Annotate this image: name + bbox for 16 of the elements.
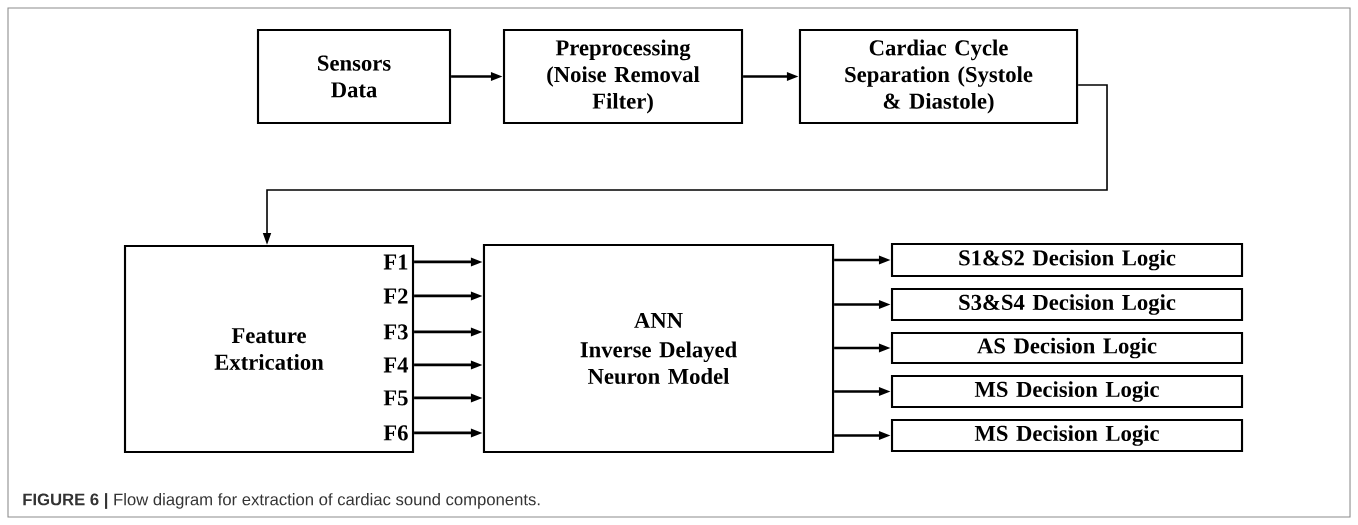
- decision-box: MS Decision Logic: [890, 418, 1244, 453]
- decision-box: S3&S4 Decision Logic: [890, 287, 1244, 322]
- process-box: ANN Inverse Delayed Neuron Model: [482, 243, 835, 454]
- feature-label: F1: [383, 254, 408, 270]
- feature-label: F2: [383, 288, 408, 304]
- decision-box: MS Decision Logic: [890, 374, 1244, 409]
- process-box: Cardiac Cycle Separation (Systole & Diastole): [798, 28, 1079, 125]
- feature-label: F5: [383, 390, 408, 406]
- decision-box: S1&S2 Decision Logic: [890, 242, 1244, 278]
- process-box: Sensors Data: [256, 28, 452, 125]
- decision-box: AS Decision Logic: [890, 331, 1244, 365]
- feature-label: F3: [383, 324, 408, 340]
- process-box: Preprocessing (Noise Removal Filter): [502, 28, 744, 125]
- feature-label: F6: [383, 425, 408, 441]
- figure-caption: FIGURE 6 | Flow diagram for extraction of cardiac sound components.: [23, 493, 540, 509]
- feature-label: F4: [383, 357, 409, 373]
